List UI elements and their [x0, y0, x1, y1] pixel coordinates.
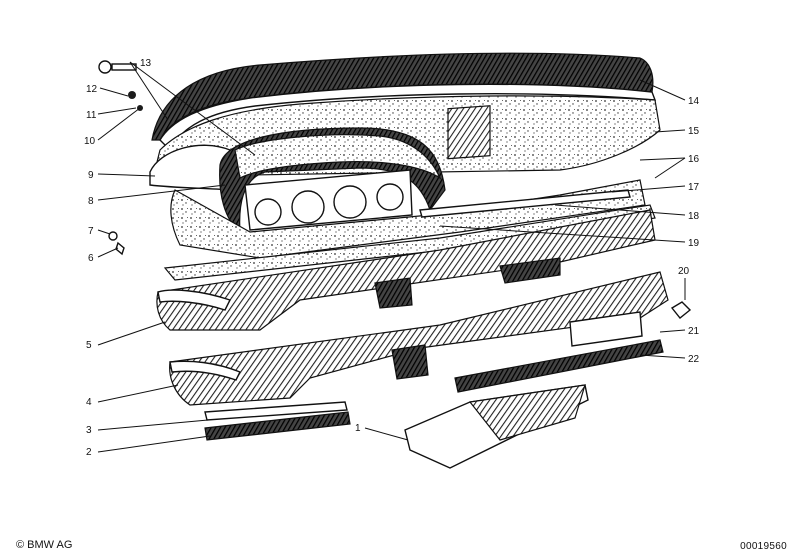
lower-bolster-part [169, 271, 669, 406]
callout-4: 4 [86, 397, 92, 408]
callout-13: 13 [140, 58, 152, 69]
knee-pad-strip-part [454, 339, 664, 393]
callout-20: 20 [678, 266, 690, 277]
callout-6: 6 [88, 253, 94, 264]
trim-strip-part [419, 189, 631, 218]
callout-8: 8 [88, 196, 94, 207]
gauge-cluster-part [244, 169, 413, 231]
lower-rail-part [163, 204, 656, 281]
callout-15: 15 [688, 126, 700, 137]
callout-19: 19 [688, 238, 700, 249]
callout-labels: 12 11 10 9 8 7 6 5 4 3 2 1 13 14 15 16 1… [84, 58, 700, 458]
callout-1: 1 [355, 423, 361, 434]
callout-12: 12 [86, 84, 98, 95]
callout-3: 3 [86, 425, 92, 436]
copyright-label: © BMW AG [16, 539, 73, 551]
callout-2: 2 [86, 447, 92, 458]
callout-17: 17 [688, 182, 700, 193]
callout-18: 18 [688, 211, 700, 222]
lower-dash-body-part [170, 179, 646, 259]
callout-11: 11 [86, 110, 97, 121]
callout-7: 7 [88, 226, 94, 237]
callout-16: 16 [688, 154, 700, 165]
trim-strips-part [204, 401, 351, 441]
upper-bolster-part [156, 209, 656, 331]
leader-lines [97, 61, 686, 453]
diagram-number: 00019560 [740, 541, 787, 552]
fastener-parts [98, 60, 692, 319]
callout-5: 5 [86, 340, 92, 351]
glovebox-part [404, 384, 589, 469]
callout-10: 10 [84, 136, 96, 147]
callout-21: 21 [688, 326, 700, 337]
callout-14: 14 [688, 96, 700, 107]
callout-22: 22 [688, 354, 700, 365]
callout-9: 9 [88, 170, 94, 181]
center-vent-part [447, 105, 491, 160]
